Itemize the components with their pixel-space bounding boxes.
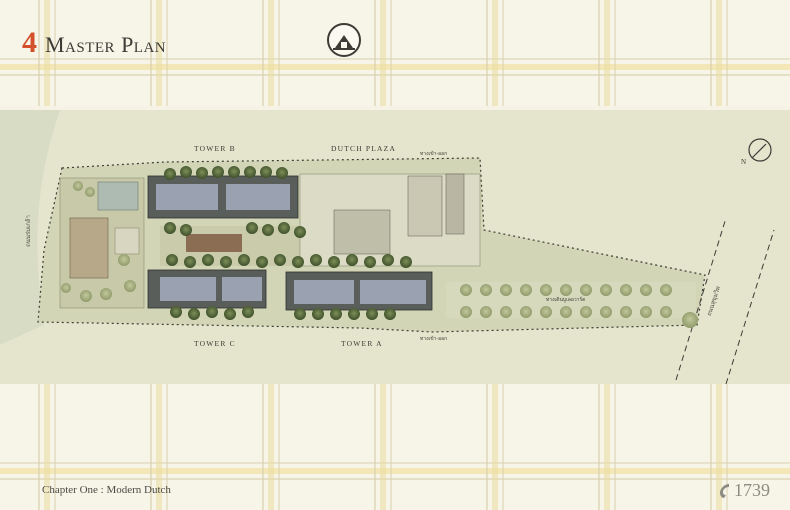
header-pattern-band — [0, 0, 790, 106]
chapter-caption: Chapter One : Modern Dutch — [42, 484, 171, 496]
page-title: Master Plan — [45, 32, 167, 57]
tree-row-top — [164, 166, 288, 180]
tree-row-bottom — [170, 306, 396, 320]
page-number: 1739 — [718, 480, 770, 501]
chapter-number: 4 — [22, 26, 37, 59]
footer-pattern-band — [0, 384, 790, 510]
phone-handset-icon — [720, 483, 729, 498]
master-plan-map: TOWER B DUTCH PLAZA TOWER C TOWER A ทางเ… — [0, 110, 790, 384]
site-plan-drawing — [0, 110, 775, 384]
north-arrow-icon — [748, 138, 772, 162]
entrance-label-bottom: ทางเข้า-ออก — [420, 337, 448, 342]
dutch-plaza-label: DUTCH PLAZA — [331, 144, 397, 153]
left-road-label: ถนนร่มเกล้า — [25, 215, 32, 247]
tower-b-label: TOWER B — [194, 144, 236, 153]
home-logo-icon[interactable] — [326, 22, 362, 58]
page-number-text: 1739 — [734, 480, 770, 500]
page-header: 4 Master Plan — [22, 28, 166, 58]
tower-c-label: TOWER C — [194, 339, 236, 348]
boulevard-label: ทางเดินบูเลอวาร์ด — [546, 298, 586, 303]
north-label: N — [741, 158, 747, 166]
tree-row-courtyard — [164, 222, 412, 268]
entrance-label-top: ทางเข้า-ออก — [420, 152, 448, 157]
tower-a-label: TOWER A — [341, 339, 383, 348]
tree-cluster-left — [61, 181, 136, 302]
tree-row-boulevard — [460, 284, 698, 328]
